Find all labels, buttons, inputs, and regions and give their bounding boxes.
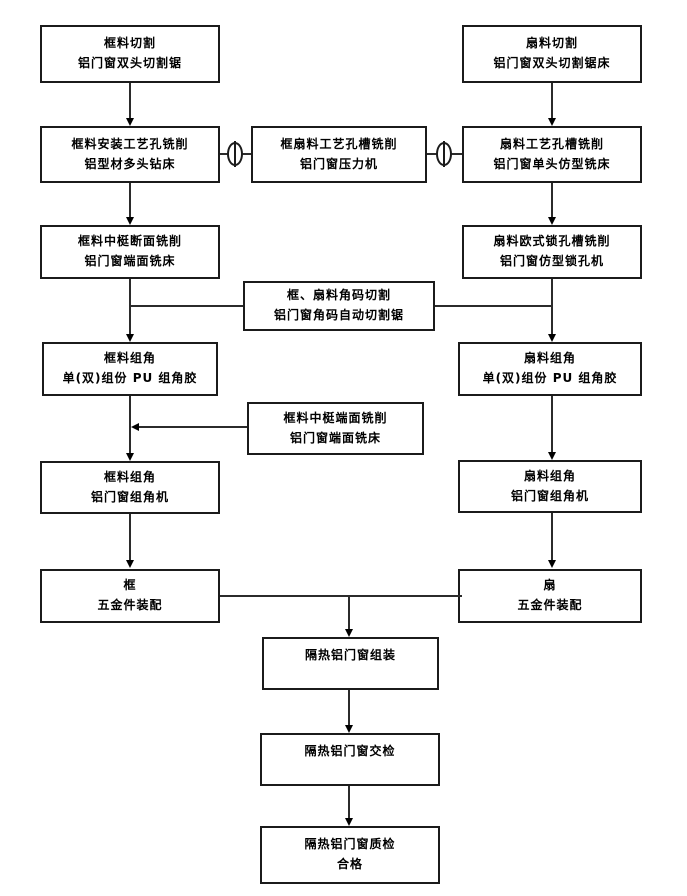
connector-line [435, 305, 552, 307]
node-frame-install-hole-mill: 框料安装工艺孔铣削 铝型材多头钻床 [40, 126, 220, 183]
arrow-down-icon [126, 560, 134, 568]
node-delivery-inspection: 隔热铝门窗交检 [260, 733, 440, 786]
connector-line [551, 279, 553, 335]
connector-line [129, 183, 131, 217]
node-window-assembly: 隔热铝门窗组装 [262, 637, 439, 690]
node-label: 框、扇料角码切割 [286, 288, 391, 303]
node-sublabel: 单(双)组份 PU 组角胶 [62, 371, 198, 385]
node-sublabel: 铝门窗双头切割锯床 [493, 56, 611, 70]
node-label: 框扇料工艺孔槽铣削 [280, 136, 398, 151]
arrow-down-icon [548, 452, 556, 460]
node-label: 扇料欧式锁孔槽铣削 [493, 234, 611, 249]
node-frame-mullion-end-mill: 框料中梃端面铣削 铝门窗端面铣床 [247, 402, 424, 455]
node-quality-inspection: 隔热铝门窗质检 合格 [260, 826, 440, 884]
node-label: 扇料切割 [525, 36, 578, 51]
node-sublabel: 单(双)组份 PU 组角胶 [482, 371, 618, 385]
connector-line [139, 426, 247, 428]
node-label: 扇料组角 [523, 468, 576, 483]
connector-line [348, 786, 350, 819]
node-sublabel: 铝门窗单头仿型铣床 [493, 156, 611, 171]
node-sublabel: 铝门窗端面铣床 [289, 430, 381, 445]
connector-line [129, 279, 131, 335]
node-sash-hardware: 扇 五金件装配 [458, 569, 642, 623]
node-sash-slot-mill: 扇料工艺孔槽铣削 铝门窗单头仿型铣床 [462, 126, 642, 183]
arrow-down-icon [126, 217, 134, 225]
connector-line [551, 513, 553, 561]
connector-line [551, 396, 553, 453]
node-sublabel: 铝门窗组角机 [510, 488, 589, 503]
arrow-down-icon [126, 334, 134, 342]
arrow-down-icon [548, 334, 556, 342]
node-sash-corner-crimp: 扇料组角 铝门窗组角机 [458, 460, 642, 513]
connector-line [220, 595, 462, 597]
node-label: 框 [123, 578, 137, 593]
node-label: 扇 [543, 578, 557, 593]
arrow-left-icon [131, 423, 139, 431]
node-frame-mullion-section-mill: 框料中梃断面铣削 铝门窗端面铣床 [40, 225, 220, 279]
node-sublabel: 铝型材多头钻床 [84, 156, 176, 171]
connector-line [130, 305, 243, 307]
node-label: 框料组角 [103, 469, 156, 484]
connector-line [348, 690, 350, 726]
connector-line [129, 83, 131, 119]
node-label: 扇料组角 [523, 351, 576, 366]
node-label: 框料中梃端面铣削 [283, 410, 388, 425]
connector-line [129, 514, 131, 561]
connector-line [348, 595, 350, 631]
node-frame-corner-glue: 框料组角 单(双)组份 PU 组角胶 [42, 342, 218, 396]
connector-line [129, 396, 131, 454]
connector-line [551, 83, 553, 119]
node-sublabel: 铝门窗端面铣床 [84, 254, 176, 268]
node-sublabel: 合格 [336, 856, 363, 871]
node-sash-corner-glue: 扇料组角 单(双)组份 PU 组角胶 [458, 342, 642, 396]
arrow-down-icon [548, 560, 556, 568]
node-sublabel: 五金件装配 [517, 598, 583, 612]
node-frame-corner-crimp: 框料组角 铝门窗组角机 [40, 461, 220, 514]
junction-connector-icon [227, 141, 243, 167]
arrow-down-icon [548, 118, 556, 126]
node-label: 框料中梃断面铣削 [77, 234, 182, 249]
node-sublabel: 铝门窗组角机 [90, 489, 169, 504]
arrow-down-icon [345, 818, 353, 826]
arrow-down-icon [548, 217, 556, 225]
node-label: 框料切割 [103, 36, 156, 51]
connector-line [551, 183, 553, 217]
node-sublabel: 铝门窗仿型锁孔机 [499, 254, 604, 268]
node-label: 扇料工艺孔槽铣削 [499, 136, 604, 151]
node-sash-lock-slot-mill: 扇料欧式锁孔槽铣削 铝门窗仿型锁孔机 [462, 225, 642, 279]
node-label: 隔热铝门窗组装 [304, 648, 396, 662]
node-corner-key-cutting: 框、扇料角码切割 铝门窗角码自动切割锯 [243, 281, 435, 331]
node-label: 框料安装工艺孔铣削 [71, 136, 189, 151]
node-sash-cutting: 扇料切割 铝门窗双头切割锯床 [462, 25, 642, 83]
node-sublabel: 铝门窗压力机 [299, 156, 378, 171]
node-frame-hardware: 框 五金件装配 [40, 569, 220, 623]
junction-connector-icon [436, 141, 452, 167]
arrow-down-icon [345, 725, 353, 733]
node-label: 隔热铝门窗质检 [304, 837, 396, 851]
node-sublabel: 铝门窗双头切割锯 [77, 56, 182, 70]
node-sublabel: 铝门窗角码自动切割锯 [273, 308, 404, 322]
arrow-down-icon [126, 118, 134, 126]
node-sublabel: 五金件装配 [97, 598, 163, 612]
arrow-down-icon [345, 629, 353, 637]
node-frame-sash-slot-mill: 框扇料工艺孔槽铣削 铝门窗压力机 [251, 126, 427, 183]
node-frame-cutting: 框料切割 铝门窗双头切割锯 [40, 25, 220, 83]
arrow-down-icon [126, 453, 134, 461]
node-label: 框料组角 [103, 351, 156, 366]
node-label: 隔热铝门窗交检 [304, 744, 396, 758]
